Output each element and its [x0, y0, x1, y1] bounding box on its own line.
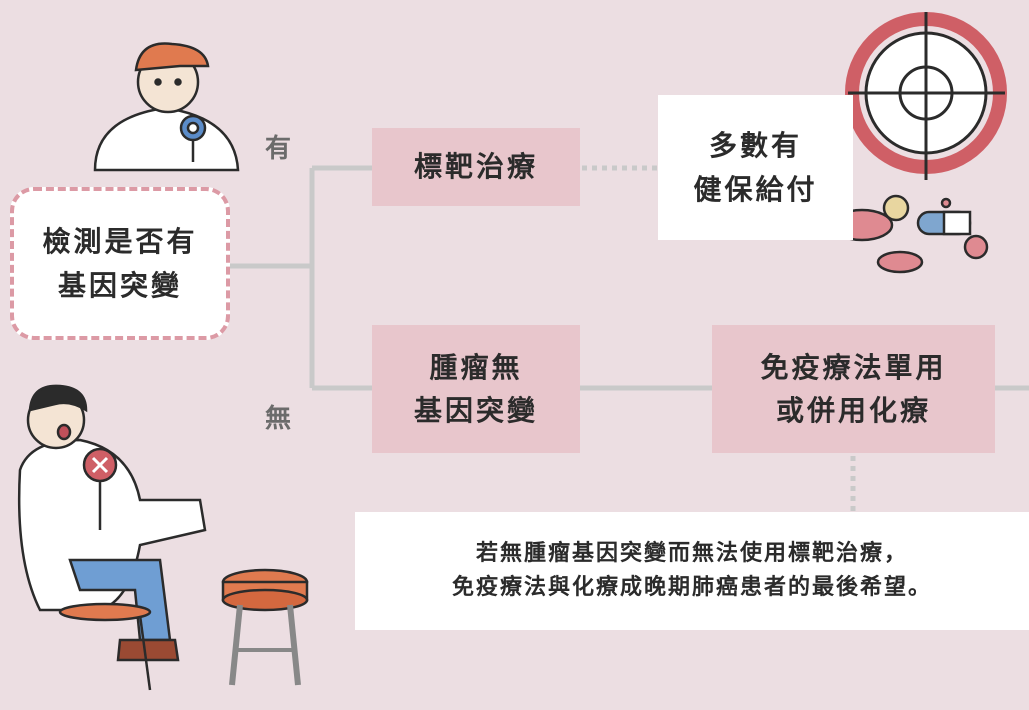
- immunotherapy-text: 免疫療法單用 或併用化療: [760, 350, 947, 427]
- no-mutation-text: 腫瘤無 基因突變: [413, 350, 538, 427]
- dotted-connectors: [582, 165, 856, 512]
- targeted-therapy-node: 標靶治療: [372, 128, 580, 206]
- doctor-with-x-sign-illustration: [17, 384, 207, 691]
- start-node: 檢測是否有 基因突變: [10, 187, 230, 340]
- insurance-text: 多數有 健保給付: [693, 129, 818, 206]
- target-icon: [845, 12, 1007, 180]
- branch-label-no: 無: [265, 404, 292, 434]
- branch-label-yes: 有: [265, 134, 292, 164]
- note-text: 若無腫瘤基因突變而無法使用標靶治療， 免疫療法與化療成晚期肺癌患者的最後希望。: [451, 540, 932, 600]
- insurance-node: 多數有 健保給付: [658, 95, 853, 240]
- stool-illustration: [221, 568, 309, 686]
- start-node-text: 檢測是否有 基因突變: [42, 225, 198, 302]
- note-box: 若無腫瘤基因突變而無法使用標靶治療， 免疫療法與化療成晚期肺癌患者的最後希望。: [355, 512, 1029, 630]
- doctor-with-magnifier-illustration: [93, 42, 240, 172]
- immunotherapy-node: 免疫療法單用 或併用化療: [712, 325, 995, 453]
- pills-icon: [830, 194, 989, 274]
- no-mutation-node: 腫瘤無 基因突變: [372, 325, 580, 453]
- targeted-therapy-text: 標靶治療: [413, 150, 538, 184]
- connector-lines: [228, 165, 1029, 391]
